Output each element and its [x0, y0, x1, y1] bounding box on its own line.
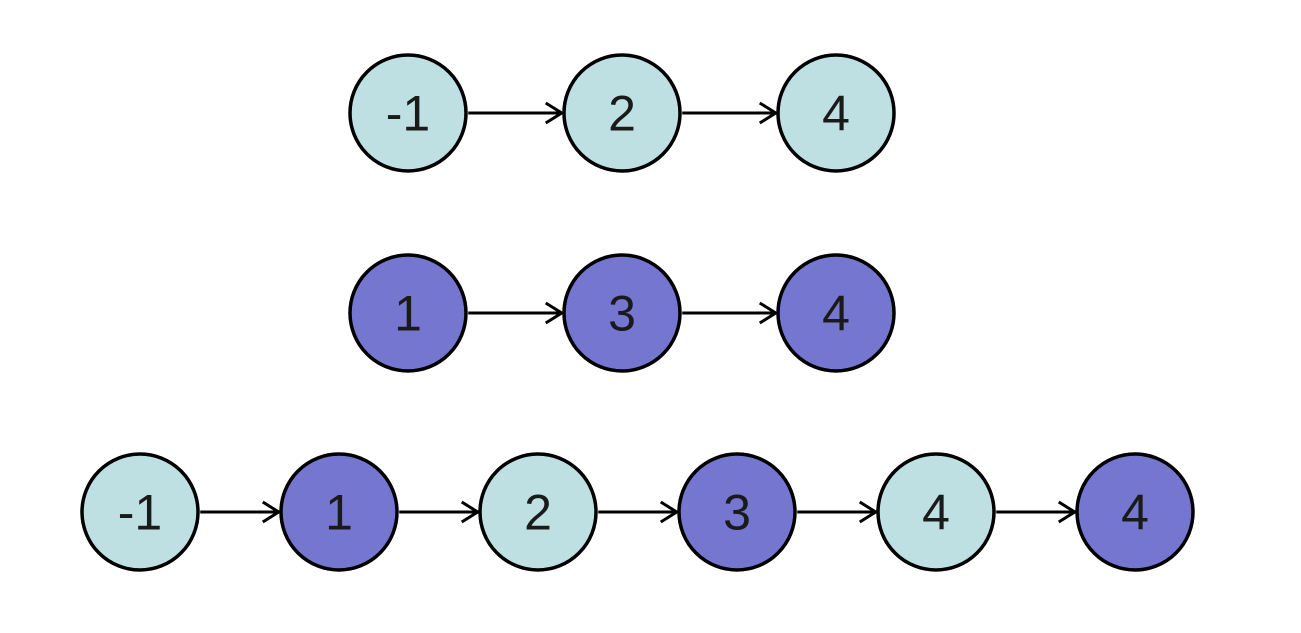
arrowhead-icon — [460, 500, 481, 524]
list-node: 4 — [776, 53, 896, 173]
node-value: 1 — [394, 286, 422, 342]
list-middle-purple: 1 3 4 — [348, 253, 896, 373]
node-circle-purple — [776, 253, 896, 373]
list-node: 4 — [776, 253, 896, 373]
list-node: -1 — [80, 452, 200, 572]
list-node: 1 — [348, 253, 468, 373]
arrowhead-icon — [858, 500, 879, 524]
list-node: 2 — [478, 452, 598, 572]
node-value: -1 — [118, 485, 162, 541]
arrowhead-icon — [1057, 500, 1078, 524]
node-value: 4 — [822, 286, 850, 342]
node-circle-purple — [677, 452, 797, 572]
arrowhead-icon — [544, 301, 565, 325]
arrowhead-icon — [544, 101, 565, 125]
node-value: 4 — [822, 86, 850, 142]
node-value: 4 — [922, 485, 950, 541]
node-value: 4 — [1121, 485, 1149, 541]
node-value: 3 — [723, 485, 751, 541]
node-value: 2 — [608, 86, 636, 142]
node-value: 3 — [608, 286, 636, 342]
list-node: 4 — [1075, 452, 1195, 572]
node-circle-teal — [562, 53, 682, 173]
list-node: 3 — [562, 253, 682, 373]
node-circle-purple — [562, 253, 682, 373]
arrowhead-icon — [261, 500, 282, 524]
arrowhead-icon — [758, 101, 779, 125]
node-circle-purple — [279, 452, 399, 572]
node-circle-teal — [80, 452, 200, 572]
arrowhead-icon — [758, 301, 779, 325]
node-circle-teal — [876, 452, 996, 572]
node-value: 2 — [524, 485, 552, 541]
list-node: 4 — [876, 452, 996, 572]
list-node: -1 — [348, 53, 468, 173]
node-circle-teal — [348, 53, 468, 173]
node-value: -1 — [386, 86, 430, 142]
list-bottom-merged: -1 1 2 3 4 4 — [80, 452, 1195, 572]
list-node: 1 — [279, 452, 399, 572]
node-circle-teal — [776, 53, 896, 173]
node-circle-teal — [478, 452, 598, 572]
arrowhead-icon — [659, 500, 680, 524]
node-circle-purple — [1075, 452, 1195, 572]
list-node: 2 — [562, 53, 682, 173]
list-top-teal: -1 2 4 — [348, 53, 896, 173]
node-circle-purple — [348, 253, 468, 373]
node-value: 1 — [325, 485, 353, 541]
list-node: 3 — [677, 452, 797, 572]
